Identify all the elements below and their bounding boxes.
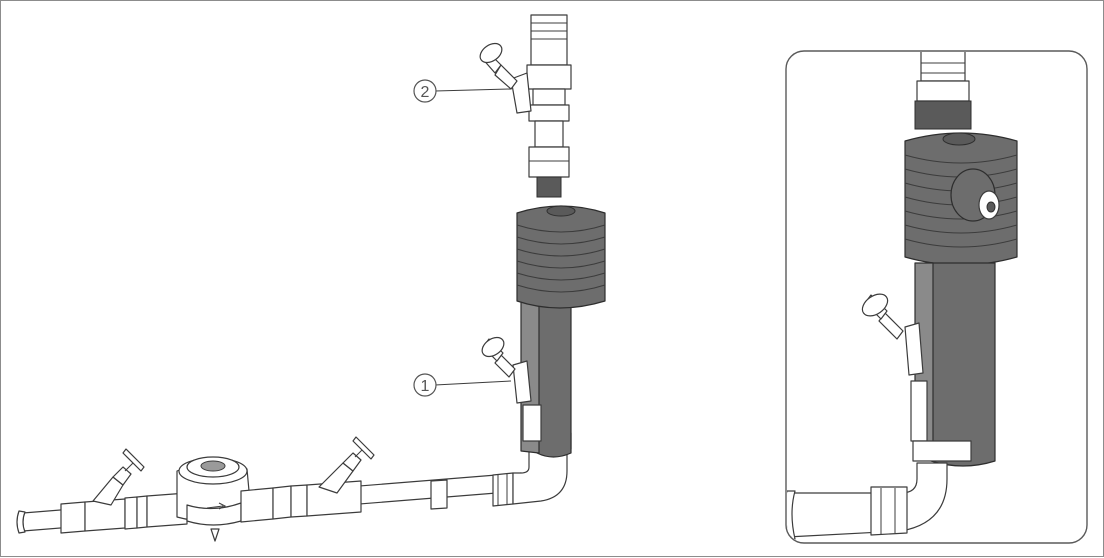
vertical-riser [526, 14, 572, 198]
water-meter [146, 456, 274, 542]
callout-1-label: 1 [421, 378, 430, 395]
upper-sampling-valve [479, 42, 532, 114]
callout-1: 1 [413, 373, 512, 397]
left-shutoff-valve [84, 448, 148, 532]
callout-2-label: 2 [421, 84, 430, 101]
detail-inset [785, 50, 1088, 544]
lower-sampling-valve [481, 336, 542, 442]
right-shutoff-valve [272, 436, 375, 520]
callout-2: 2 [413, 79, 512, 103]
